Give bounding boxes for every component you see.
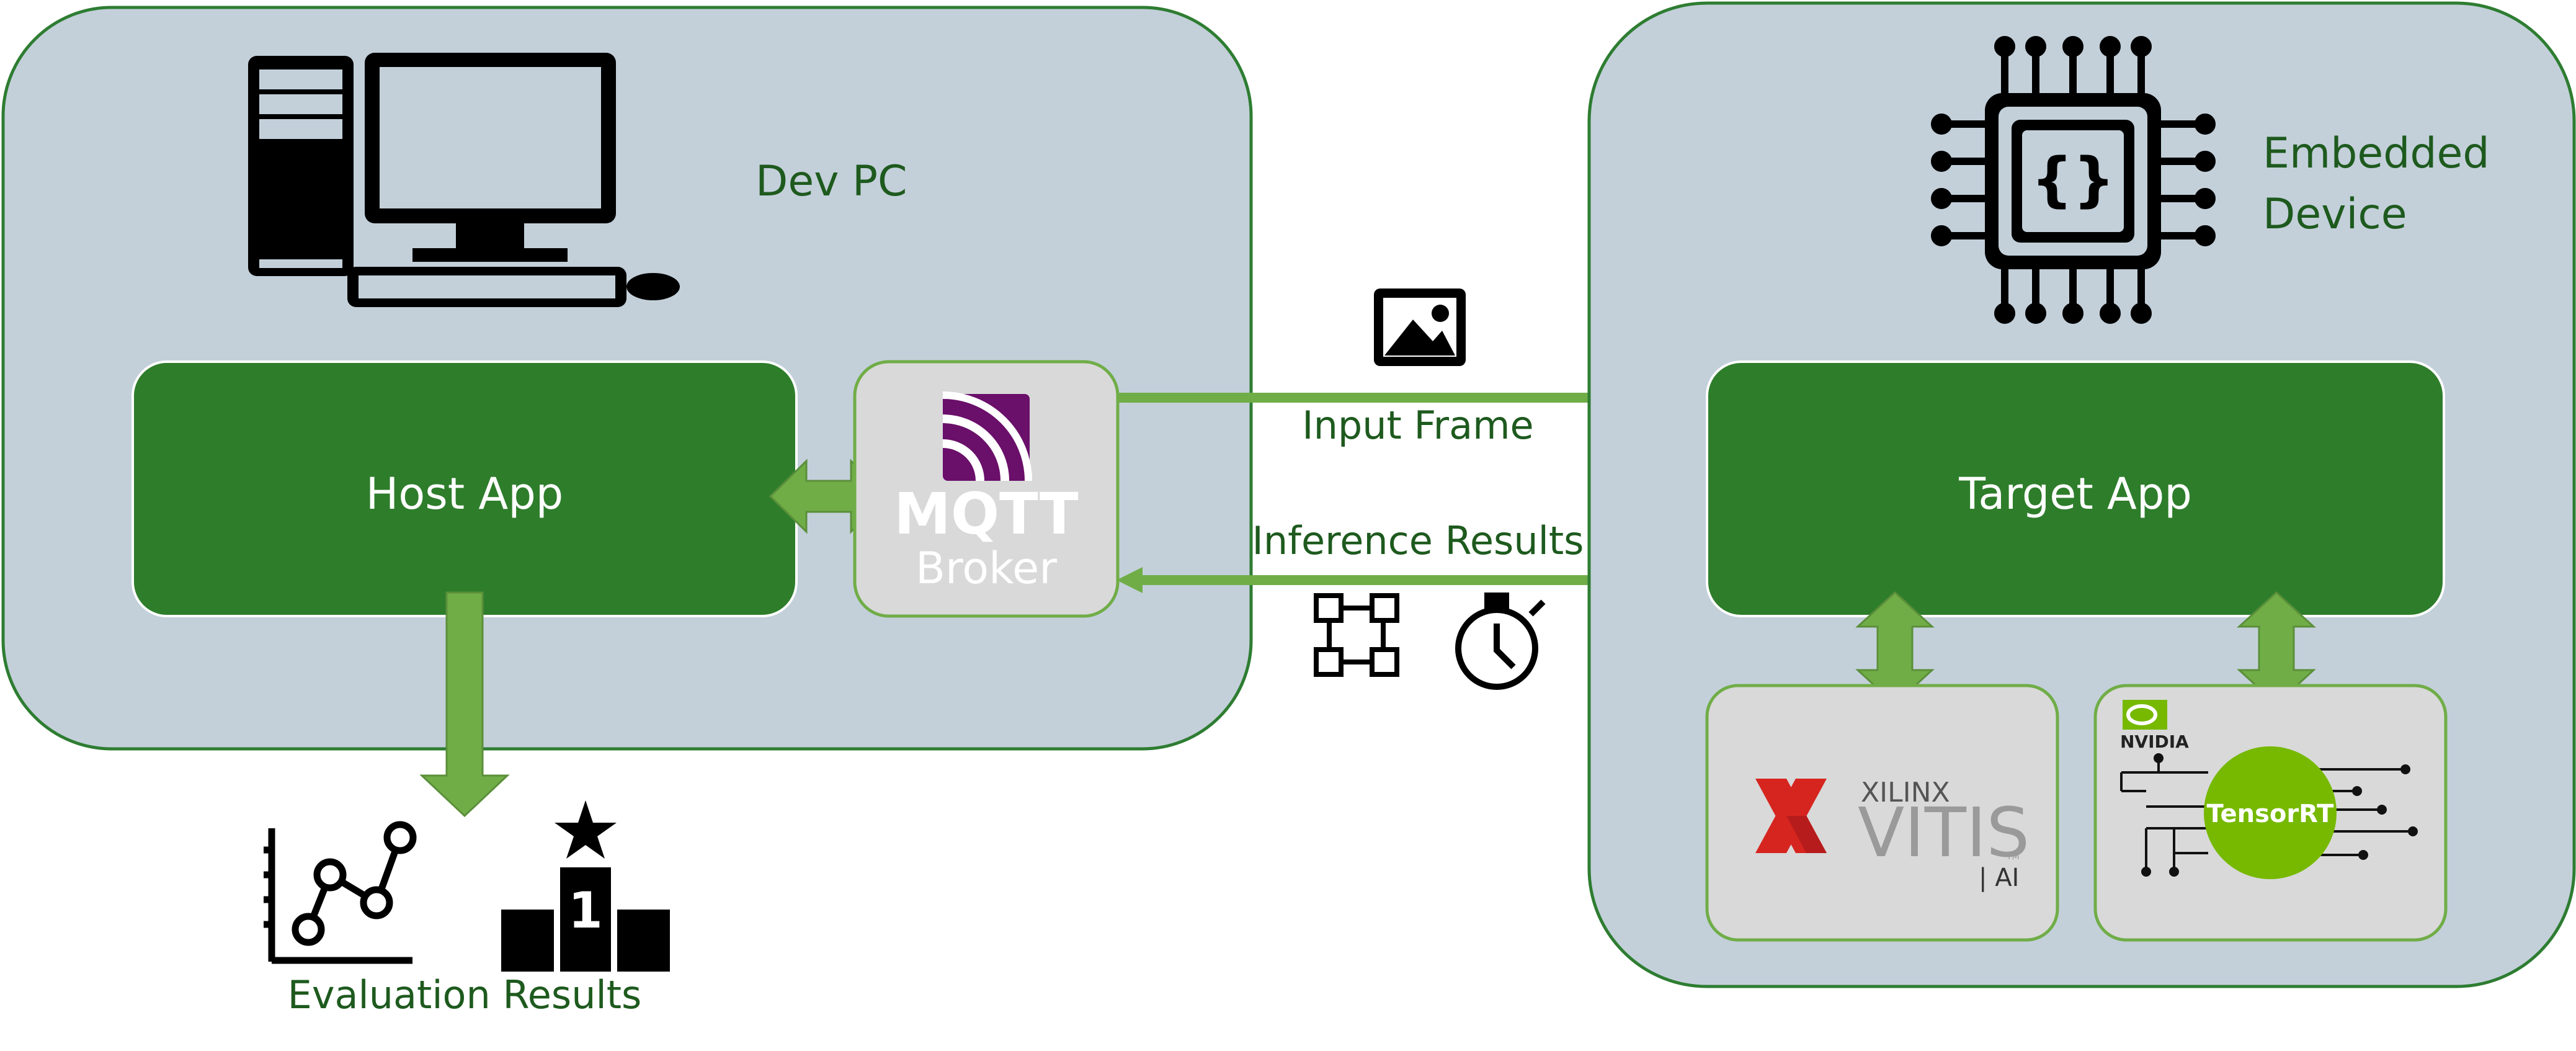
- evaluation-results-label: Evaluation Results: [288, 972, 642, 1017]
- xilinx-logo-mark: [1755, 779, 1827, 853]
- tensorrt-badge: [2204, 746, 2337, 879]
- dev-pc-label: Dev PC: [755, 157, 907, 206]
- nvidia-tensorrt-box: NVIDIA TensorRT: [2093, 684, 2448, 942]
- target-app-label: Target App: [1958, 468, 2192, 519]
- xilinx-brand: XILINX: [1861, 777, 1950, 808]
- podium-rank: 1: [568, 882, 603, 939]
- svg-text:{}: {}: [2031, 146, 2115, 214]
- tensorrt-label: TensorRT: [2207, 800, 2335, 828]
- host-app-box: Host App: [131, 360, 798, 617]
- embedded-device-label-line2: Device: [2263, 190, 2407, 239]
- vitis-ai-suffix: | AI: [1979, 864, 2019, 892]
- nvidia-brand: NVIDIA: [2120, 731, 2189, 752]
- xilinx-vitis-ai-box: XILINX VITIS TM | AI: [1705, 684, 2059, 942]
- bounding-box-icon: [1314, 593, 1399, 677]
- nvidia-logo-mark: [2123, 700, 2167, 730]
- embedded-device-label-line1: Embedded: [2263, 129, 2490, 178]
- line-chart-icon: [264, 821, 417, 964]
- mqtt-broker-label: Broker: [916, 543, 1057, 594]
- stopwatch-icon: [1455, 593, 1546, 690]
- vitis-product: VITIS: [1858, 793, 2030, 872]
- mqtt-broker-box: MQTT Broker: [853, 360, 1120, 618]
- host-app-label: Host App: [366, 468, 563, 519]
- mqtt-word: MQTT: [894, 481, 1079, 547]
- desktop-computer-icon: [248, 53, 680, 307]
- image-icon: [1374, 288, 1466, 366]
- podium-icon: 1: [501, 800, 670, 972]
- inference-results-arrow: [1116, 567, 1703, 593]
- vitis-tm: TM: [2006, 852, 2020, 862]
- inference-results-label: Inference Results: [1252, 518, 1584, 563]
- mqtt-logo: [942, 391, 1032, 481]
- input-frame-label: Input Frame: [1302, 403, 1533, 448]
- chip-icon: {}: [1931, 36, 2216, 324]
- host-to-evaluation-arrow: [419, 591, 510, 818]
- target-app-box: Target App: [1706, 360, 2445, 617]
